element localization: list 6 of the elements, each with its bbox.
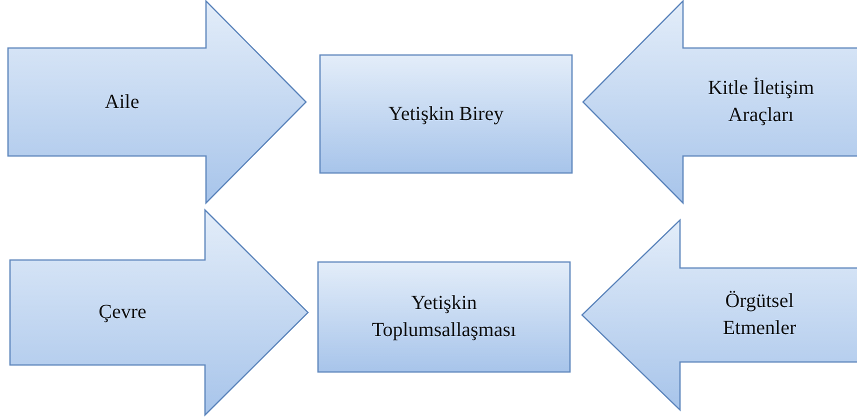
node-label: Çevre: [98, 300, 146, 325]
node-label: Yetişkin Toplumsallaşması: [370, 291, 518, 343]
node-label: Örgütsel Etmenler: [722, 289, 798, 341]
node-label: Yetişkin Birey: [388, 102, 504, 126]
node-label: Kitle İletişim Araçları: [706, 76, 816, 128]
node-label: Aile: [104, 90, 140, 114]
